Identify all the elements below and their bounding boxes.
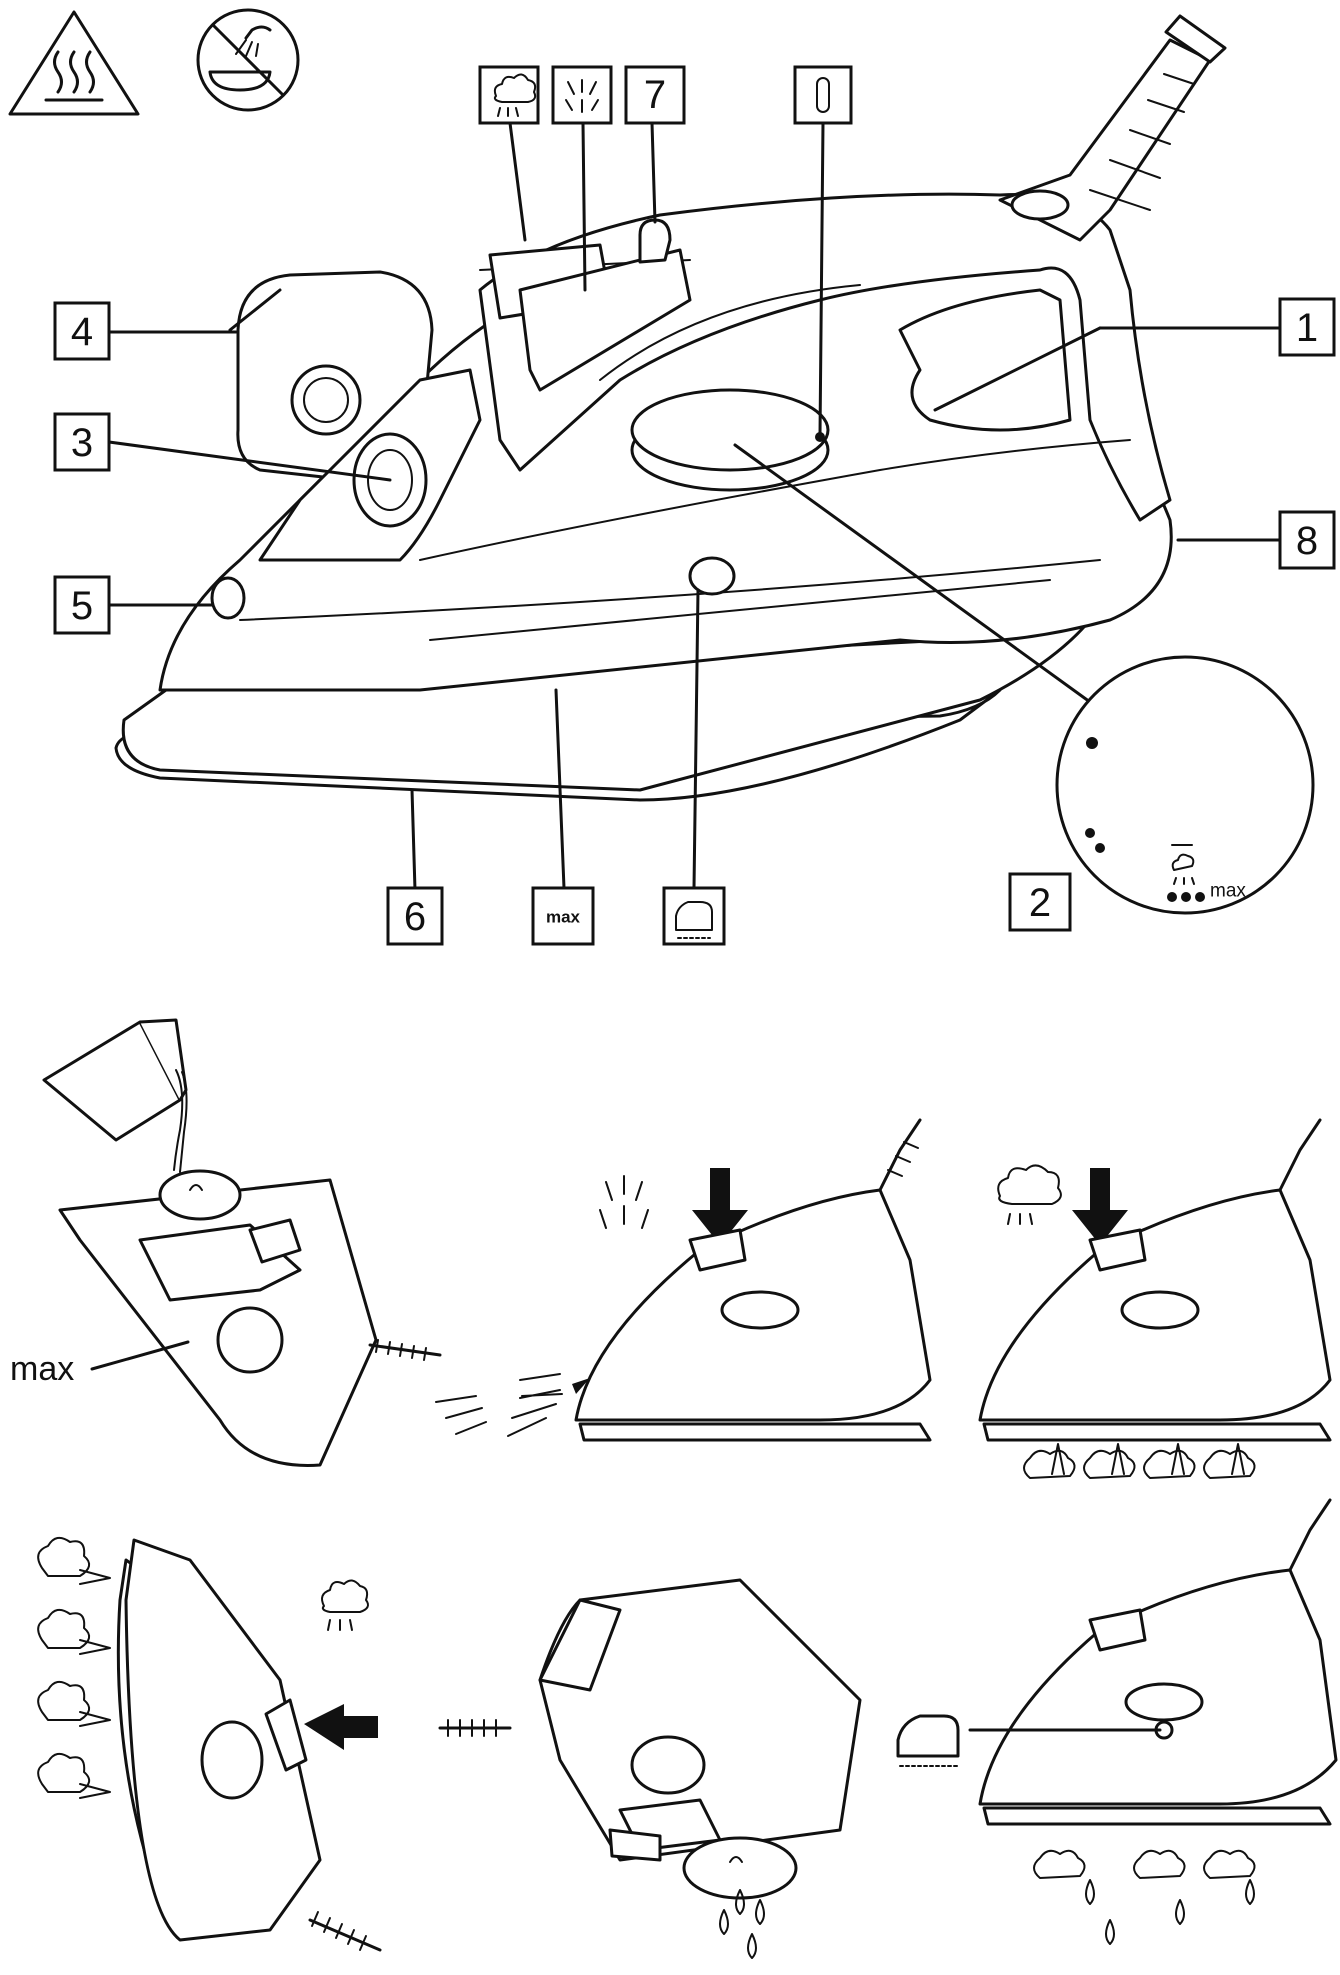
callout-8: 8 bbox=[1278, 510, 1336, 570]
callout-6: 6 bbox=[386, 886, 444, 946]
step-dry-iron bbox=[896, 1498, 1338, 1945]
step-vertical-steam bbox=[37, 1536, 382, 1952]
callout-number: 4 bbox=[71, 310, 93, 354]
callout-0 bbox=[793, 65, 853, 125]
callout-3: 3 bbox=[53, 412, 111, 472]
steam-burst-callout bbox=[478, 65, 540, 125]
callout-number: 6 bbox=[404, 895, 426, 939]
spray-callout bbox=[551, 65, 613, 125]
hot-surface-warning-icon bbox=[8, 10, 140, 116]
step-spray bbox=[435, 1118, 932, 1442]
main-iron-illustration bbox=[114, 14, 1227, 802]
max-level-callout: max bbox=[531, 886, 595, 946]
max-fill-line-label: max bbox=[10, 1350, 74, 1388]
step-fill-water: max bbox=[10, 1018, 442, 1467]
callout-number: 2 bbox=[1029, 881, 1051, 925]
dry-iron-callout bbox=[662, 886, 726, 946]
callout-number: 5 bbox=[71, 584, 93, 628]
step-empty-water bbox=[438, 1578, 862, 1959]
callout-leaders bbox=[107, 121, 1282, 892]
callout-5: 5 bbox=[53, 575, 111, 635]
callout-1: 1 bbox=[1278, 297, 1336, 357]
callout-number: 8 bbox=[1296, 519, 1318, 563]
callout-number: 7 bbox=[644, 73, 666, 117]
no-bath-shower-icon bbox=[196, 8, 300, 112]
callout-7: 7 bbox=[624, 65, 686, 125]
step-steam-burst bbox=[978, 1118, 1332, 1479]
callout-4: 4 bbox=[53, 301, 111, 361]
max-level-label: max bbox=[546, 908, 581, 927]
callout-number: 1 bbox=[1296, 306, 1318, 350]
temperature-dial-detail: max bbox=[1055, 655, 1315, 915]
callout-2: 2 bbox=[1008, 872, 1072, 932]
callout-number: 3 bbox=[71, 421, 93, 465]
dial-max-label: max bbox=[1210, 881, 1246, 902]
